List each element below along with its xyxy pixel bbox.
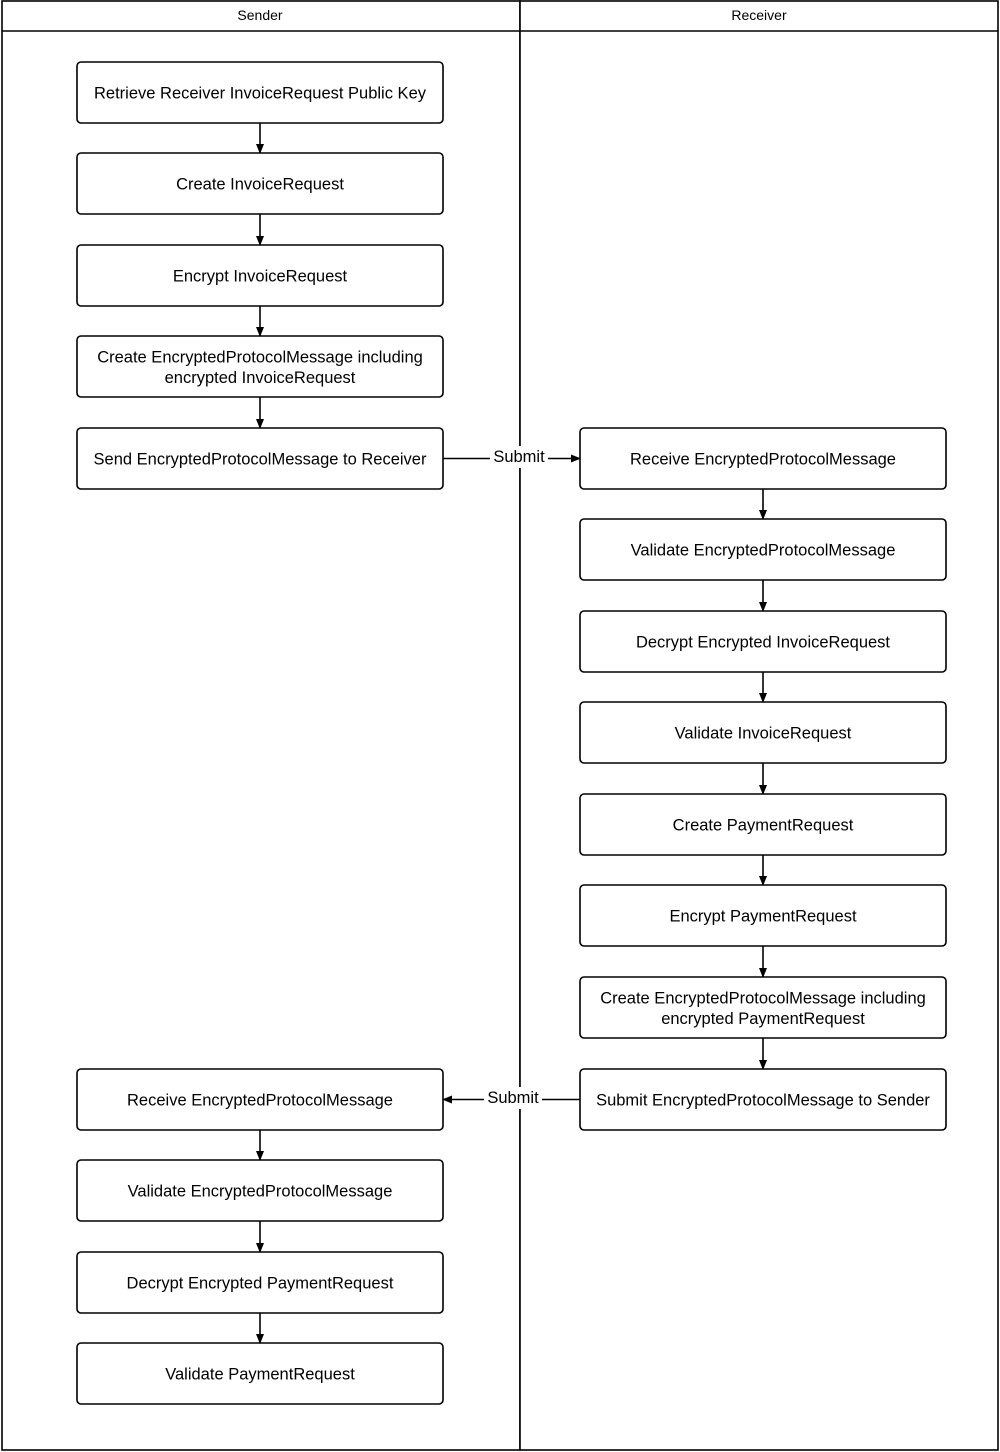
sender-step-2: Create InvoiceRequest bbox=[76, 152, 444, 215]
step-label-line: Receive EncryptedProtocolMessage bbox=[127, 1092, 393, 1110]
sender-step-8: Decrypt Encrypted PaymentRequest bbox=[76, 1251, 444, 1314]
sender-lane-header: Sender bbox=[237, 7, 282, 23]
step-label-line: Create PaymentRequest bbox=[673, 817, 854, 835]
sender-lane bbox=[1, 0, 521, 1451]
edge-label-to-sender: Submit bbox=[484, 1087, 542, 1109]
step-label-line: encrypted PaymentRequest bbox=[661, 1010, 865, 1028]
step-box-frame bbox=[579, 884, 947, 947]
step-box-frame bbox=[579, 610, 947, 673]
sender-steps: Retrieve Receiver InvoiceRequest Public … bbox=[76, 61, 444, 1405]
step-box-frame bbox=[579, 701, 947, 764]
submit-label-to-receiver: Submit bbox=[493, 448, 545, 466]
step-label-line: Create EncryptedProtocolMessage includin… bbox=[97, 348, 423, 366]
receiver-lane-header: Receiver bbox=[731, 7, 787, 23]
sender-step-7: Validate EncryptedProtocolMessage bbox=[76, 1159, 444, 1222]
receiver-step-2: Validate EncryptedProtocolMessage bbox=[579, 518, 947, 581]
submit-label-to-sender: Submit bbox=[487, 1089, 539, 1107]
step-label-line: Receive EncryptedProtocolMessage bbox=[630, 451, 896, 469]
step-box-frame bbox=[76, 335, 444, 398]
sender-step-3: Encrypt InvoiceRequest bbox=[76, 244, 444, 307]
step-label-line: Encrypt InvoiceRequest bbox=[173, 268, 348, 286]
step-label-line: Validate EncryptedProtocolMessage bbox=[631, 542, 896, 560]
receiver-steps: Receive EncryptedProtocolMessageValidate… bbox=[579, 427, 947, 1131]
step-label-line: Validate PaymentRequest bbox=[165, 1366, 355, 1384]
step-box-frame bbox=[76, 61, 444, 124]
receiver-step-1: Receive EncryptedProtocolMessage bbox=[579, 427, 947, 490]
sender-step-9: Validate PaymentRequest bbox=[76, 1342, 444, 1405]
step-label-line: Send EncryptedProtocolMessage to Receive… bbox=[94, 451, 427, 469]
step-box-frame bbox=[579, 427, 947, 490]
step-box-frame bbox=[76, 1068, 444, 1131]
receiver-step-8: Submit EncryptedProtocolMessage to Sende… bbox=[579, 1068, 947, 1131]
step-label-line: Validate InvoiceRequest bbox=[675, 725, 852, 743]
step-label-line: encrypted InvoiceRequest bbox=[165, 369, 356, 387]
step-label-line: Submit EncryptedProtocolMessage to Sende… bbox=[596, 1092, 930, 1110]
receiver-step-5: Create PaymentRequest bbox=[579, 793, 947, 856]
step-label-line: Encrypt PaymentRequest bbox=[669, 908, 857, 926]
sender-step-1: Retrieve Receiver InvoiceRequest Public … bbox=[76, 61, 444, 124]
receiver-step-3: Decrypt Encrypted InvoiceRequest bbox=[579, 610, 947, 673]
sender-step-4: Create EncryptedProtocolMessage includin… bbox=[76, 335, 444, 398]
step-box-frame bbox=[579, 793, 947, 856]
step-label-line: Validate EncryptedProtocolMessage bbox=[128, 1183, 393, 1201]
step-box-frame bbox=[76, 1251, 444, 1314]
step-label-line: Decrypt Encrypted InvoiceRequest bbox=[636, 634, 890, 652]
step-box-frame bbox=[579, 1068, 947, 1131]
step-box-frame bbox=[76, 1342, 444, 1405]
step-box-frame bbox=[579, 976, 947, 1039]
receiver-step-7: Create EncryptedProtocolMessage includin… bbox=[579, 976, 947, 1039]
step-label-line: Create InvoiceRequest bbox=[176, 176, 344, 194]
step-box-frame bbox=[579, 518, 947, 581]
connectors bbox=[256, 123, 767, 1344]
step-label-line: Create EncryptedProtocolMessage includin… bbox=[600, 989, 926, 1007]
step-label-line: Decrypt Encrypted PaymentRequest bbox=[127, 1275, 394, 1293]
edge-label-to-receiver: Submit bbox=[490, 446, 548, 468]
sender-step-6: Receive EncryptedProtocolMessage bbox=[76, 1068, 444, 1131]
step-box-frame bbox=[76, 244, 444, 307]
sender-step-5: Send EncryptedProtocolMessage to Receive… bbox=[76, 427, 444, 490]
step-box-frame bbox=[76, 427, 444, 490]
receiver-step-4: Validate InvoiceRequest bbox=[579, 701, 947, 764]
receiver-step-6: Encrypt PaymentRequest bbox=[579, 884, 947, 947]
step-label-line: Retrieve Receiver InvoiceRequest Public … bbox=[94, 85, 427, 103]
step-box-frame bbox=[76, 1159, 444, 1222]
step-box-frame bbox=[76, 152, 444, 215]
